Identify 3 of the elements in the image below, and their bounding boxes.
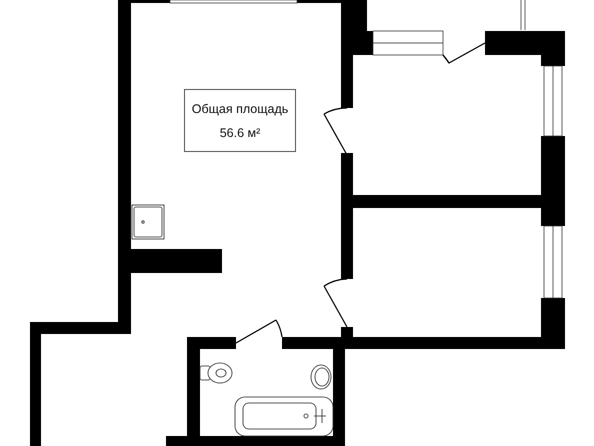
area-value: 56.6 м²	[220, 126, 260, 140]
area-label-box	[184, 89, 296, 152]
area-caption: Общая площадь	[192, 102, 288, 116]
